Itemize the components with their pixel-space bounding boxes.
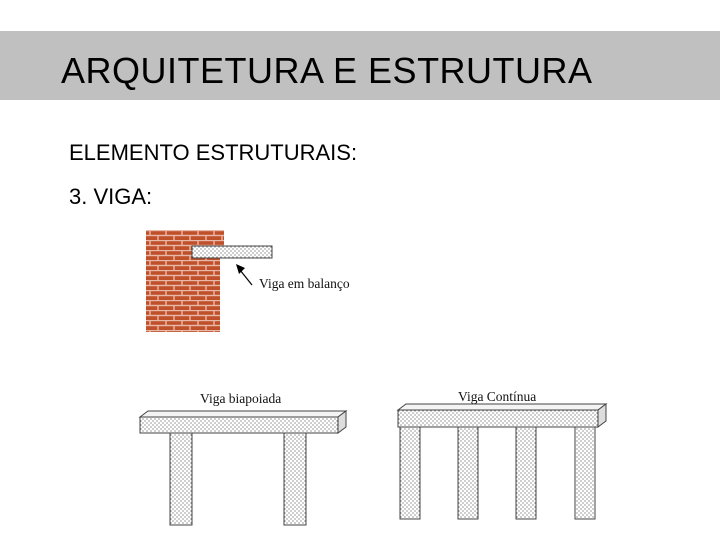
list-item-viga: 3. VIGA: bbox=[69, 184, 153, 209]
continuous-column-3 bbox=[515, 426, 537, 520]
simple-beam-left-column bbox=[169, 432, 193, 526]
simple-beam-top bbox=[138, 410, 348, 418]
pointer-arrow-line bbox=[239, 269, 253, 286]
section-heading: ELEMENTO ESTRUTURAIS: bbox=[69, 140, 358, 165]
simple-beam-right-column bbox=[283, 432, 307, 526]
cantilever-beam-figure bbox=[146, 230, 273, 332]
simple-beam bbox=[139, 416, 339, 434]
cantilever-beam bbox=[191, 245, 273, 259]
brick-wall-upper bbox=[192, 230, 224, 246]
continuous-column-1 bbox=[399, 426, 421, 520]
continuous-column-4 bbox=[574, 426, 596, 520]
brick-wall-lower bbox=[192, 258, 220, 332]
continuous-beam-label: Viga Contínua bbox=[458, 389, 537, 404]
simple-beam-label: Viga biapoiada bbox=[200, 391, 282, 406]
slide-title: ARQUITETURA E ESTRUTURA bbox=[61, 50, 593, 91]
simple-beam-figure bbox=[138, 410, 348, 526]
continuous-beam bbox=[397, 409, 599, 428]
cantilever-label: Viga em balanço bbox=[259, 276, 350, 291]
pointer-arrow-head bbox=[236, 264, 245, 274]
continuous-beam-figure bbox=[396, 403, 608, 520]
brick-wall bbox=[146, 230, 192, 332]
title-bar bbox=[0, 31, 720, 100]
continuous-column-2 bbox=[457, 426, 479, 520]
